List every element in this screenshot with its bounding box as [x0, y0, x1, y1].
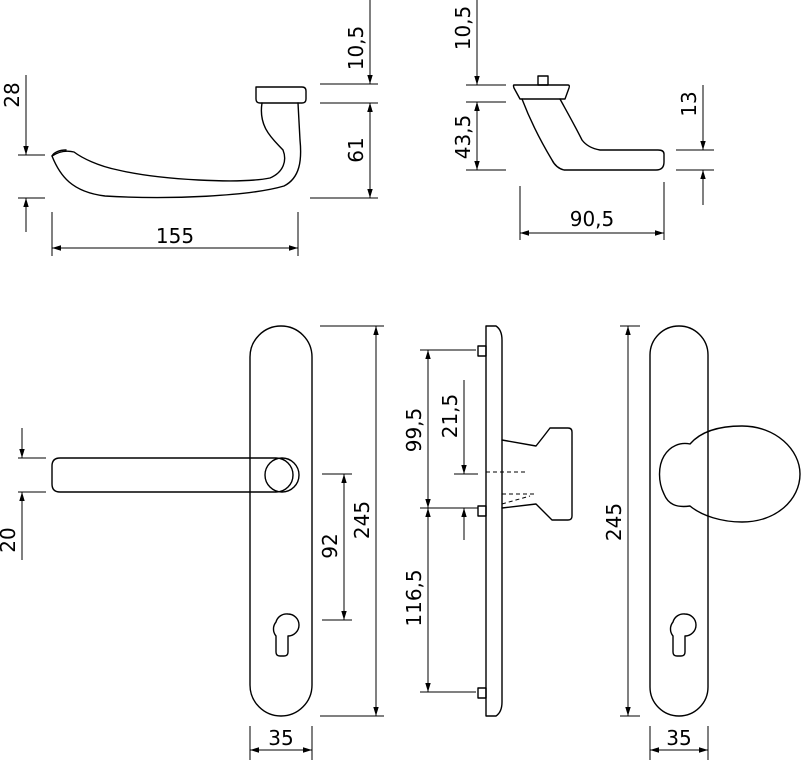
front-plate — [249, 325, 313, 717]
lever-body — [51, 102, 302, 199]
lever-plate-front-view: 20 92 245 35 — [0, 325, 384, 760]
knob-plate-front-view: 245 35 — [602, 325, 801, 760]
dim-knob-length: 90,5 — [570, 207, 615, 231]
dim-plate-length-back: 245 — [602, 503, 626, 541]
round-knob-front — [658, 425, 801, 523]
lever-rose-front — [264, 457, 300, 493]
dim-plate-length-front: 245 — [350, 501, 374, 539]
keyhole-front — [272, 613, 300, 657]
back-plate — [649, 325, 709, 717]
dim-side-lower: 116,5 — [402, 569, 426, 626]
dim-plate-width-front: 35 — [268, 726, 293, 750]
lever-handle-front — [51, 457, 294, 493]
dim-lever-rose-height: 28 — [0, 82, 24, 107]
dim-side-upper: 99,5 — [402, 408, 426, 453]
side-screw-top — [477, 345, 487, 357]
lever-side-view: 10,5 61 28 155 — [0, 0, 378, 256]
knob-lever-body — [521, 98, 665, 171]
dim-knob-top-offset: 10,5 — [451, 6, 475, 51]
dim-plate-centres: 92 — [318, 533, 342, 558]
side-screw-bottom — [477, 687, 487, 699]
dim-lever-top-offset: 10,5 — [344, 26, 368, 71]
dim-plate-handle-height: 20 — [0, 527, 20, 552]
side-knob-grip — [501, 427, 573, 521]
knob-lever-spindle-cap — [537, 75, 549, 86]
keyhole-back — [669, 613, 697, 657]
knob-lever-side-view: 10,5 43,5 13 90,5 — [451, 0, 714, 240]
dim-lever-drop: 61 — [344, 137, 368, 162]
side-screw-middle — [477, 505, 487, 517]
side-plate — [485, 325, 503, 717]
plate-side-section-view: 99,5 116,5 21,5 — [402, 325, 573, 717]
dim-knob-grip: 13 — [677, 91, 701, 116]
lever-tip-curl — [51, 149, 67, 157]
dim-side-small: 21,5 — [438, 394, 462, 439]
dim-knob-drop: 43,5 — [451, 115, 475, 160]
dim-lever-length: 155 — [156, 224, 194, 248]
lever-rose — [255, 86, 307, 104]
dim-plate-width-back: 35 — [666, 726, 691, 750]
knob-lever-rose — [512, 84, 571, 100]
